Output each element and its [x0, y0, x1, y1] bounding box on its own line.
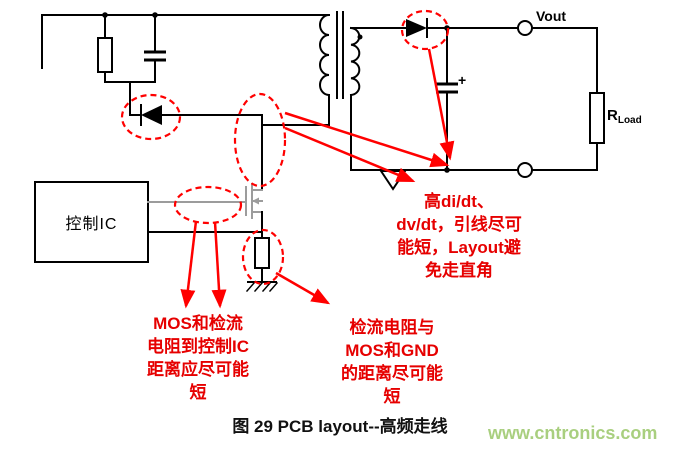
- figure-caption: 图 29 PCB layout--高频走线: [232, 417, 448, 436]
- highlight-snubber-diode: [120, 93, 182, 141]
- annotation-high-didt: 高di/dt、 dv/dt，引线尽可 能短，Layout避 免走直角: [396, 192, 522, 280]
- snubber-capacitor: [144, 50, 166, 62]
- annotation-arrow: [284, 126, 416, 183]
- annotation-sense-to-gnd: 检流电阻与 MOS和GND 的距离尽可能 短: [341, 318, 443, 406]
- load-branch: [517, 20, 605, 178]
- highlight-drain-trace: [233, 92, 287, 188]
- control-ic-label: 控制IC: [65, 216, 118, 233]
- sense-resistor: [254, 237, 270, 283]
- snubber-resistor: [97, 37, 113, 73]
- annotation-arrow: [275, 271, 331, 305]
- primary-wiring: [41, 12, 330, 191]
- primary-ground-symbol: [245, 281, 279, 293]
- annotation-arrow: [284, 111, 450, 168]
- annotation-mos-to-ic: MOS和检流 电阻到控制IC 距离应尽可能 短: [147, 314, 249, 402]
- output-diode: [406, 18, 428, 38]
- vout-terminal: [517, 20, 533, 36]
- return-terminal: [517, 162, 533, 178]
- polarity-dot: [357, 34, 363, 40]
- snubber-diode: [140, 104, 162, 126]
- mosfet-symbol: [245, 183, 263, 239]
- transformer: [319, 11, 363, 99]
- vout-label: Vout: [536, 8, 567, 24]
- annotation-arrow: [427, 48, 455, 161]
- rload-symbol: R: [607, 107, 618, 124]
- rload-label: RLoad: [607, 107, 642, 126]
- annotation-arrow: [180, 220, 198, 309]
- highlight-sense-resistor: [241, 228, 285, 286]
- capacitor-plus-sign: +: [458, 72, 467, 88]
- load-resistor: [589, 92, 605, 144]
- rload-subscript: Load: [617, 115, 642, 126]
- highlight-gate-trace: [173, 185, 243, 225]
- output-capacitor: [436, 82, 458, 94]
- watermark: www.cntronics.com: [488, 423, 658, 443]
- control-ic-box: [34, 181, 263, 263]
- annotation-arrow: [211, 221, 227, 309]
- annotation-arrows: [180, 48, 455, 309]
- secondary-wiring: [350, 25, 519, 173]
- highlight-output-diode: [400, 9, 450, 51]
- highlight-ellipses: [120, 9, 450, 286]
